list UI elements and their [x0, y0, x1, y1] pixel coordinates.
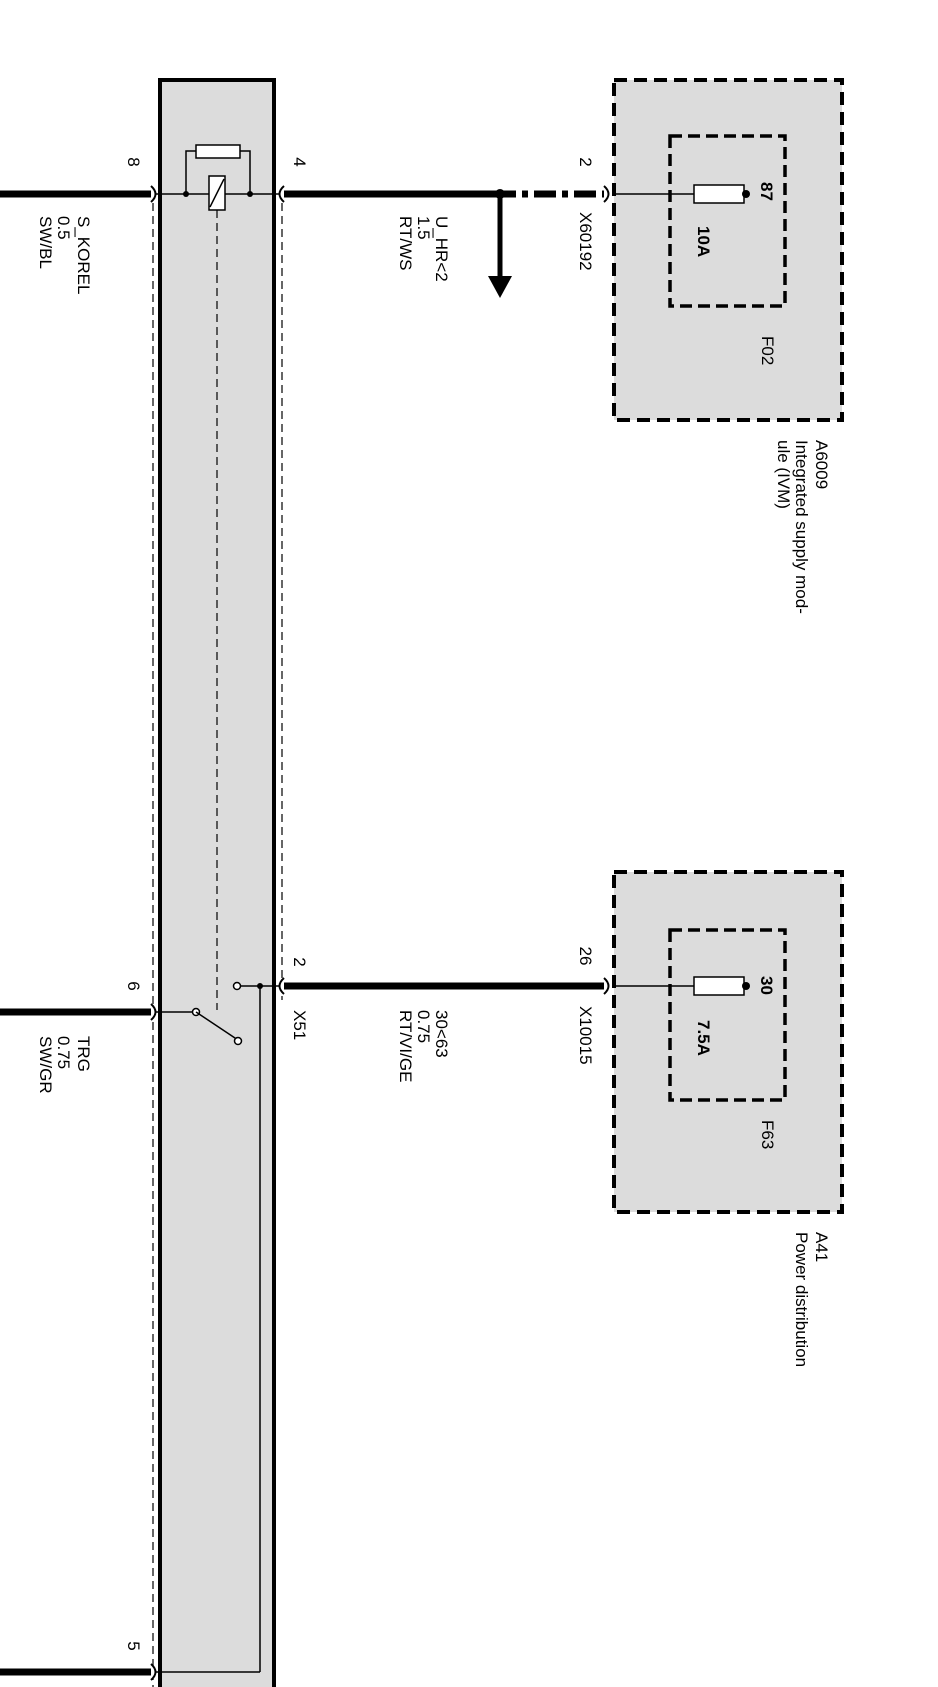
pin-8-label: 8 — [124, 157, 143, 166]
relay-module: 8 4 6 2 5 X51 — [124, 78, 309, 1687]
wires — [0, 190, 604, 1676]
pin-6-label: 6 — [124, 981, 143, 990]
fuse-f02-terminal: 87 — [757, 182, 776, 201]
svg-text:30<63: 30<63 — [432, 1010, 451, 1058]
svg-text:1.5: 1.5 — [414, 216, 433, 240]
pin-5-label: 5 — [124, 1641, 143, 1650]
svg-text:U_HR<2: U_HR<2 — [432, 216, 451, 282]
fuse-f63-id: F63 — [758, 1120, 777, 1149]
ivm-module: 2 X60192 87 10A F02 A6009 Integrated sup… — [576, 78, 844, 614]
wire-label-30-63: 30<63 0.75 RT/VI/GE — [396, 1010, 451, 1082]
svg-text:RT/WS: RT/WS — [396, 216, 415, 270]
fuse-f02-icon — [693, 184, 750, 204]
pin-4-label: 4 — [290, 157, 309, 166]
fuse-f63-icon — [693, 976, 750, 996]
pd-id: A41 — [812, 1232, 831, 1262]
fuse-f63-terminal: 30 — [757, 976, 776, 995]
fuse-f02-id: F02 — [758, 336, 777, 365]
ivm-name-line1: Integrated supply mod- — [792, 440, 811, 614]
wire-label-u-hr: U_HR<2 1.5 RT/WS — [396, 216, 451, 282]
svg-text:RT/VI/GE: RT/VI/GE — [396, 1010, 415, 1082]
pin-2-label: 2 — [290, 957, 309, 966]
svg-text:S_KOREL: S_KOREL — [74, 216, 93, 294]
fuse-f02-rating: 10A — [694, 226, 713, 257]
power-distribution-module: 26 X10015 30 7.5A F63 A41 Power distribu… — [576, 870, 844, 1367]
fuse-f63-rating: 7.5A — [694, 1020, 713, 1056]
svg-text:0.75: 0.75 — [414, 1010, 433, 1043]
ivm-name-line2: ule (IVM) — [774, 440, 793, 509]
ivm-connector-label: X60192 — [576, 212, 595, 271]
ivm-id: A6009 — [812, 440, 831, 489]
connector-x51-label: X51 — [290, 1010, 309, 1040]
svg-text:0.75: 0.75 — [54, 1036, 73, 1069]
pd-pin-label: 26 — [576, 947, 595, 966]
pd-name: Power distribution — [792, 1232, 811, 1367]
svg-text:0.5: 0.5 — [54, 216, 73, 240]
wire-label-trg: TRG 0.75 SW/GR — [36, 1036, 93, 1094]
relay-coil — [153, 144, 282, 1010]
svg-text:SW/BL: SW/BL — [36, 216, 55, 269]
pin-terminals — [150, 185, 285, 1681]
ivm-pin-label: 2 — [576, 157, 595, 166]
branch-arrow-icon — [488, 189, 512, 298]
svg-text:TRG: TRG — [74, 1036, 93, 1072]
svg-text:SW/GR: SW/GR — [36, 1036, 55, 1094]
relay-switch — [153, 981, 282, 1673]
wire-label-s-korel: S_KOREL 0.5 SW/BL — [36, 216, 93, 294]
pd-connector-label: X10015 — [576, 1006, 595, 1065]
